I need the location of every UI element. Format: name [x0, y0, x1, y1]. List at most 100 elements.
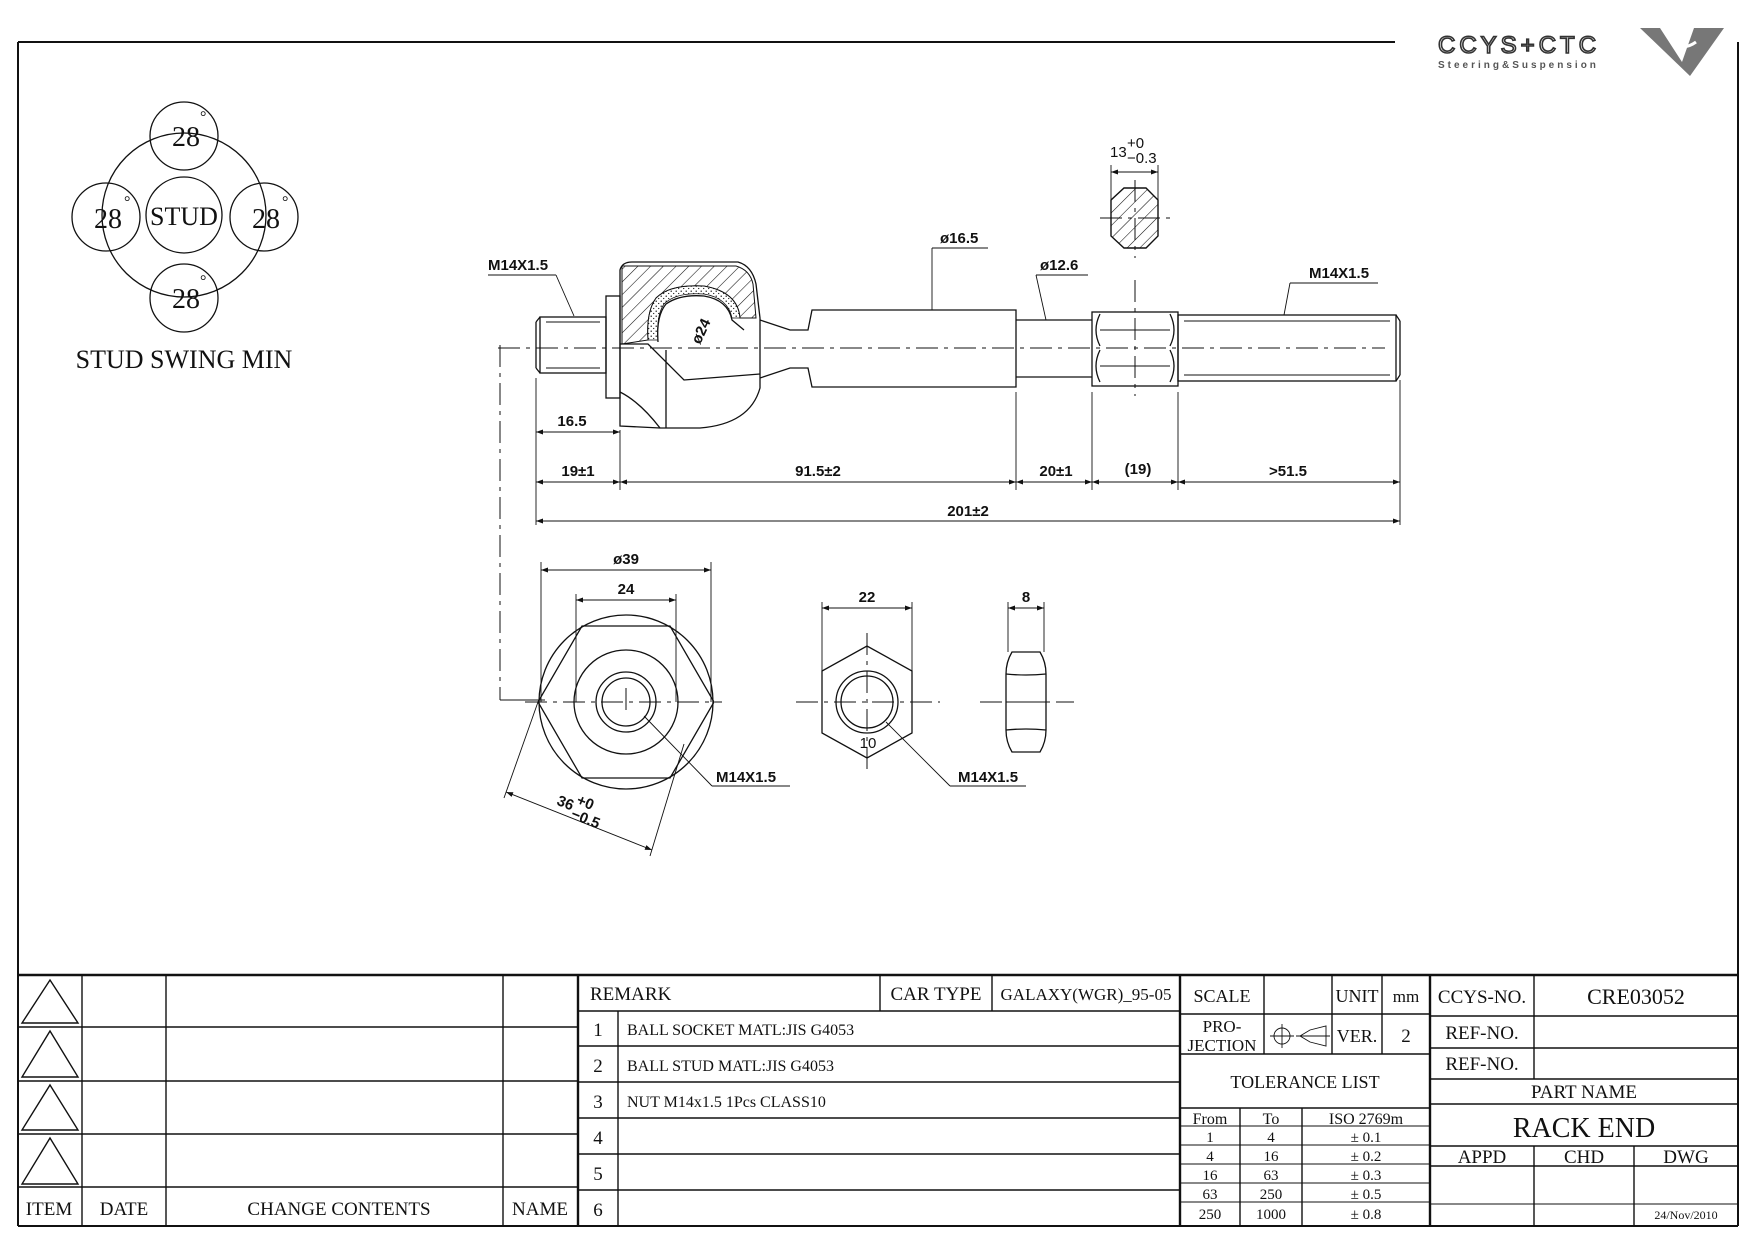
swing-ring — [101, 132, 267, 298]
ccys-no-value: CRE03052 — [1587, 984, 1685, 1009]
dim-nut-thread: M14X1.5 — [958, 769, 1018, 786]
remark-no: 4 — [593, 1128, 603, 1149]
swing-angle-top: 28 — [172, 122, 200, 153]
dim-91-5: 91.5±2 — [795, 463, 841, 480]
remark-no: 2 — [593, 1056, 603, 1077]
rev-header-name: NAME — [512, 1199, 568, 1220]
spec-table: SCALE UNIT mm PRO- JECTION VER. 2 TOLERA… — [1180, 975, 1432, 1226]
tol-value: ± 0.2 — [1351, 1149, 1382, 1165]
third-angle-projection-icon — [1270, 1024, 1330, 1048]
tol-header-to: To — [1263, 1111, 1280, 1128]
rev-header-date: DATE — [100, 1199, 149, 1220]
tol-value: ± 0.5 — [1351, 1187, 1382, 1203]
remark-no: 1 — [593, 1020, 603, 1041]
logo-tagline: Steering&Suspension — [1438, 60, 1599, 71]
swing-caption: STUD SWING MIN — [76, 345, 293, 374]
rev-header-item: ITEM — [26, 1199, 73, 1220]
swing-angle-left: 28 — [94, 204, 122, 235]
dim-total: 201±2 — [947, 503, 989, 520]
tol-to: 16 — [1264, 1149, 1280, 1165]
degree-mark-right: ° — [282, 194, 288, 211]
flat-dim-upper: +0 — [1127, 135, 1144, 152]
remark-no: 3 — [593, 1092, 603, 1113]
remark-header: REMARK — [590, 984, 672, 1005]
unit-value: mm — [1393, 987, 1419, 1006]
tol-from: 4 — [1206, 1149, 1214, 1165]
logo-brand: CCYS+CTC — [1438, 32, 1600, 59]
remark-no: 6 — [593, 1200, 603, 1221]
stud-swing-diagram: STUD 28 28 28 28 ° ° ° ° STUD SWING MIN — [71, 101, 299, 374]
dim-dia-ball: ø24 — [688, 315, 715, 346]
appd-label: APPD — [1458, 1147, 1507, 1168]
dim-thread-left: M14X1.5 — [488, 257, 548, 274]
unit-label: UNIT — [1336, 986, 1379, 1006]
part-name-label: PART NAME — [1531, 1082, 1637, 1103]
remark-text: BALL SOCKET MATL:JIS G4053 — [627, 1022, 854, 1039]
tol-value: ± 0.1 — [1351, 1130, 1382, 1146]
swing-left-circle — [71, 182, 141, 252]
flat-dim-lower: −0.3 — [1127, 150, 1157, 167]
dim-20: 20±1 — [1039, 463, 1072, 480]
company-logo: CCYS+CTC Steering&Suspension — [1437, 28, 1724, 76]
tol-from: 1 — [1206, 1130, 1214, 1146]
tol-to: 250 — [1260, 1187, 1283, 1203]
revision-triangle-icon — [20, 1029, 80, 1078]
stud-label: STUD — [150, 202, 218, 231]
tol-header-iso: ISO 2769m — [1329, 1111, 1404, 1128]
flat-section-view: 13 +0 −0.3 — [1100, 135, 1170, 258]
tol-to: 63 — [1264, 1168, 1279, 1184]
dim-socket-across-base: 36 — [554, 792, 576, 814]
degree-mark-top: ° — [200, 109, 206, 126]
tol-value: ± 0.3 — [1351, 1168, 1382, 1184]
dim-nut-8: 8 — [1022, 589, 1030, 606]
degree-mark-left: ° — [124, 194, 130, 211]
chd-label: CHD — [1564, 1147, 1604, 1168]
drawing-frame — [17, 41, 1739, 1227]
logo-mark-icon — [1640, 28, 1724, 76]
swing-angle-bottom: 28 — [172, 284, 200, 315]
socket-end-view: ø39 24 36 +0 −0.5 M14X1.5 — [503, 551, 790, 857]
rack-end-side-view: 13 +0 −0.3 M14X1.5 ø16.5 ø12.6 M14X1.5 ø… — [488, 135, 1401, 525]
dim-16-5: 16.5 — [557, 413, 586, 430]
dwg-label: DWG — [1663, 1147, 1709, 1168]
projection-label-1: PRO- — [1203, 1017, 1242, 1036]
flat-dim-base: 13 — [1110, 144, 1127, 161]
car-type-value: GALAXY(WGR)_95-05 — [1001, 985, 1172, 1004]
swing-right-circle — [229, 182, 299, 252]
tol-to: 4 — [1267, 1130, 1275, 1146]
dim-nut-22: 22 — [859, 589, 876, 606]
swing-bottom-circle — [149, 263, 219, 333]
ref-no-2-label: REF-NO. — [1445, 1054, 1518, 1075]
dim-dia-neck: ø12.6 — [1040, 257, 1078, 274]
remark-text: BALL STUD MATL:JIS G4053 — [627, 1058, 834, 1075]
tol-from: 16 — [1203, 1168, 1219, 1184]
dim-19: 19±1 — [561, 463, 594, 480]
dim-19-ref: (19) — [1125, 461, 1152, 478]
ver-value: 2 — [1401, 1026, 1411, 1047]
tol-to: 1000 — [1256, 1207, 1286, 1223]
dim-socket-dia: ø39 — [613, 551, 639, 568]
swing-angle-right: 28 — [252, 204, 280, 235]
nut-side-view: 8 — [980, 589, 1074, 753]
part-name-value: RACK END — [1513, 1113, 1655, 1144]
drawing-date: 24/Nov/2010 — [1654, 1208, 1717, 1222]
remark-no: 5 — [593, 1164, 603, 1185]
revision-triangle-icon — [20, 978, 80, 1024]
title-block: ITEM DATE CHANGE CONTENTS NAME REMARK CA… — [18, 973, 1738, 1226]
remarks-table: REMARK CAR TYPE GALAXY(WGR)_95-05 1 BALL… — [578, 975, 1182, 1226]
revision-table: ITEM DATE CHANGE CONTENTS NAME — [18, 975, 580, 1226]
revision-triangle-icon — [20, 1136, 80, 1185]
remark-text: NUT M14x1.5 1Pcs CLASS10 — [627, 1094, 826, 1111]
dim-socket-thread: M14X1.5 — [716, 769, 776, 786]
projection-label-2: JECTION — [1188, 1036, 1257, 1055]
dim-dia-body: ø16.5 — [940, 230, 978, 247]
dim-thread-right: M14X1.5 — [1309, 265, 1369, 282]
tol-from: 63 — [1203, 1187, 1218, 1203]
tol-value: ± 0.8 — [1351, 1207, 1382, 1223]
nut-front-view: 10 22 M14X1.5 — [796, 589, 1026, 787]
part-info-table: CCYS-NO. CRE03052 REF-NO. REF-NO. PART N… — [1430, 975, 1738, 1226]
ver-label: VER. — [1337, 1026, 1378, 1046]
dim-51-5: >51.5 — [1269, 463, 1307, 480]
scale-label: SCALE — [1193, 986, 1250, 1006]
